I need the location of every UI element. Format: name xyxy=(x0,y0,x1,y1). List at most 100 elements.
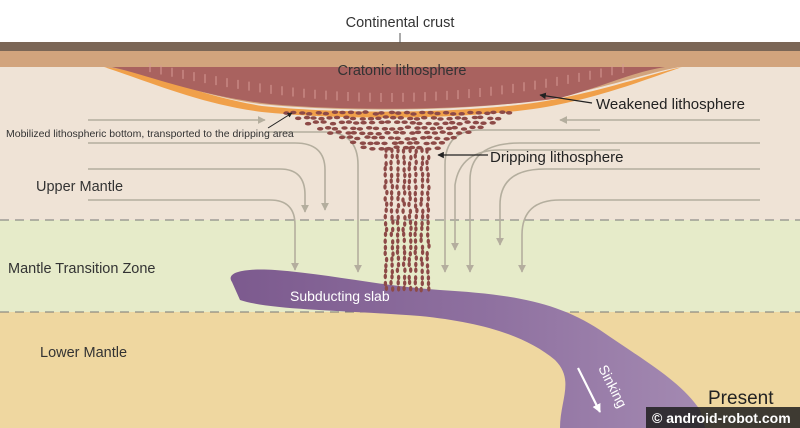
drip-blob xyxy=(372,126,380,131)
drip-blob xyxy=(413,231,417,238)
drip-blob xyxy=(446,131,454,136)
drip-blob xyxy=(408,219,413,226)
drip-blob xyxy=(425,159,429,166)
drip-blob xyxy=(389,178,393,184)
drip-blob xyxy=(408,208,413,215)
drip-blob xyxy=(396,238,400,244)
drip-blob xyxy=(383,273,387,280)
drip-blob xyxy=(391,219,395,225)
pointer-mobilized xyxy=(267,112,293,129)
drip-blob xyxy=(409,267,413,273)
drip-blob xyxy=(458,112,465,116)
drip-blob xyxy=(389,172,394,179)
drip-blob xyxy=(472,120,480,125)
drip-blob xyxy=(410,137,418,141)
drip-blob xyxy=(425,202,430,208)
drip-blob xyxy=(408,195,412,202)
upper-mantle-label: Upper Mantle xyxy=(36,179,123,195)
watermark: © android-robot.com xyxy=(646,407,800,428)
drip-blob xyxy=(324,126,332,130)
drip-blob xyxy=(390,268,394,275)
drip-blob xyxy=(461,116,468,121)
drip-blob xyxy=(384,226,389,233)
drip-blob xyxy=(484,111,491,116)
drip-blob xyxy=(402,154,406,161)
drip-blob xyxy=(426,225,430,232)
drip-blob xyxy=(409,244,413,251)
drip-blob xyxy=(401,261,406,268)
drip-blob xyxy=(395,267,400,274)
drip-blob xyxy=(420,244,425,251)
drip-blob xyxy=(390,115,397,120)
drip-blob xyxy=(404,125,412,129)
drip-blob xyxy=(426,172,430,178)
drip-blob xyxy=(384,131,391,135)
drip-blob xyxy=(414,184,418,191)
drip-blob xyxy=(372,112,379,116)
drip-blob xyxy=(322,111,330,116)
drip-blob xyxy=(429,126,436,131)
drip-blob xyxy=(420,275,424,281)
drip-blob xyxy=(403,215,407,221)
drip-blob xyxy=(355,111,362,115)
drip-blob xyxy=(299,111,306,115)
drip-blob xyxy=(326,116,333,120)
drip-blob xyxy=(395,111,402,115)
drip-blob xyxy=(430,116,438,120)
subducting-slab xyxy=(230,269,706,428)
drip-blob xyxy=(395,219,400,226)
drip-blob xyxy=(318,116,325,121)
drip-blob xyxy=(367,131,374,136)
drip-blob xyxy=(413,141,420,145)
drip-blob xyxy=(414,261,418,268)
drip-blob xyxy=(421,208,425,215)
drip-blob xyxy=(426,213,430,220)
drip-blob xyxy=(439,130,446,134)
drip-blob xyxy=(381,127,389,131)
drip-blob xyxy=(426,238,430,245)
drip-blob xyxy=(378,135,386,140)
drip-blob xyxy=(425,148,429,154)
drip-blob xyxy=(385,189,389,196)
drip-blob xyxy=(396,166,400,172)
drip-blob xyxy=(384,256,389,263)
drip-blob xyxy=(384,207,388,213)
drip-blob xyxy=(450,112,457,116)
drip-blob xyxy=(414,171,418,178)
drip-blob xyxy=(434,146,441,150)
drip-blob xyxy=(391,239,395,245)
drip-blob xyxy=(389,159,393,166)
drip-blob xyxy=(414,126,421,130)
drip-blob xyxy=(369,147,376,151)
drip-blob xyxy=(295,116,302,121)
drip-blob xyxy=(375,116,382,121)
drip-blob xyxy=(390,262,394,268)
drip-blob xyxy=(384,147,388,153)
drip-blob xyxy=(396,274,401,281)
drip-blob xyxy=(315,111,322,115)
weakened-lithosphere-label: Weakened lithosphere xyxy=(596,96,745,113)
drip-blob xyxy=(409,154,413,161)
drip-blob xyxy=(414,213,418,220)
drip-blob xyxy=(303,115,311,120)
drip-blob xyxy=(345,131,352,135)
drip-blob xyxy=(396,279,400,286)
drip-blob xyxy=(397,140,405,145)
drip-blob xyxy=(409,285,413,292)
drip-blob xyxy=(419,232,423,238)
drip-blob xyxy=(420,268,424,275)
drip-blob xyxy=(304,121,312,126)
drip-blob xyxy=(356,127,364,131)
drip-blob xyxy=(403,172,407,179)
drip-blob xyxy=(347,110,355,115)
drip-blob xyxy=(406,141,413,145)
drip-blob xyxy=(333,115,341,120)
drip-blob xyxy=(383,221,388,227)
drip-blob xyxy=(360,120,367,125)
drip-blob xyxy=(403,190,407,196)
drip-blob xyxy=(420,171,425,178)
drip-blob xyxy=(349,140,357,145)
drip-blob xyxy=(343,115,350,120)
drip-blob xyxy=(420,183,425,189)
